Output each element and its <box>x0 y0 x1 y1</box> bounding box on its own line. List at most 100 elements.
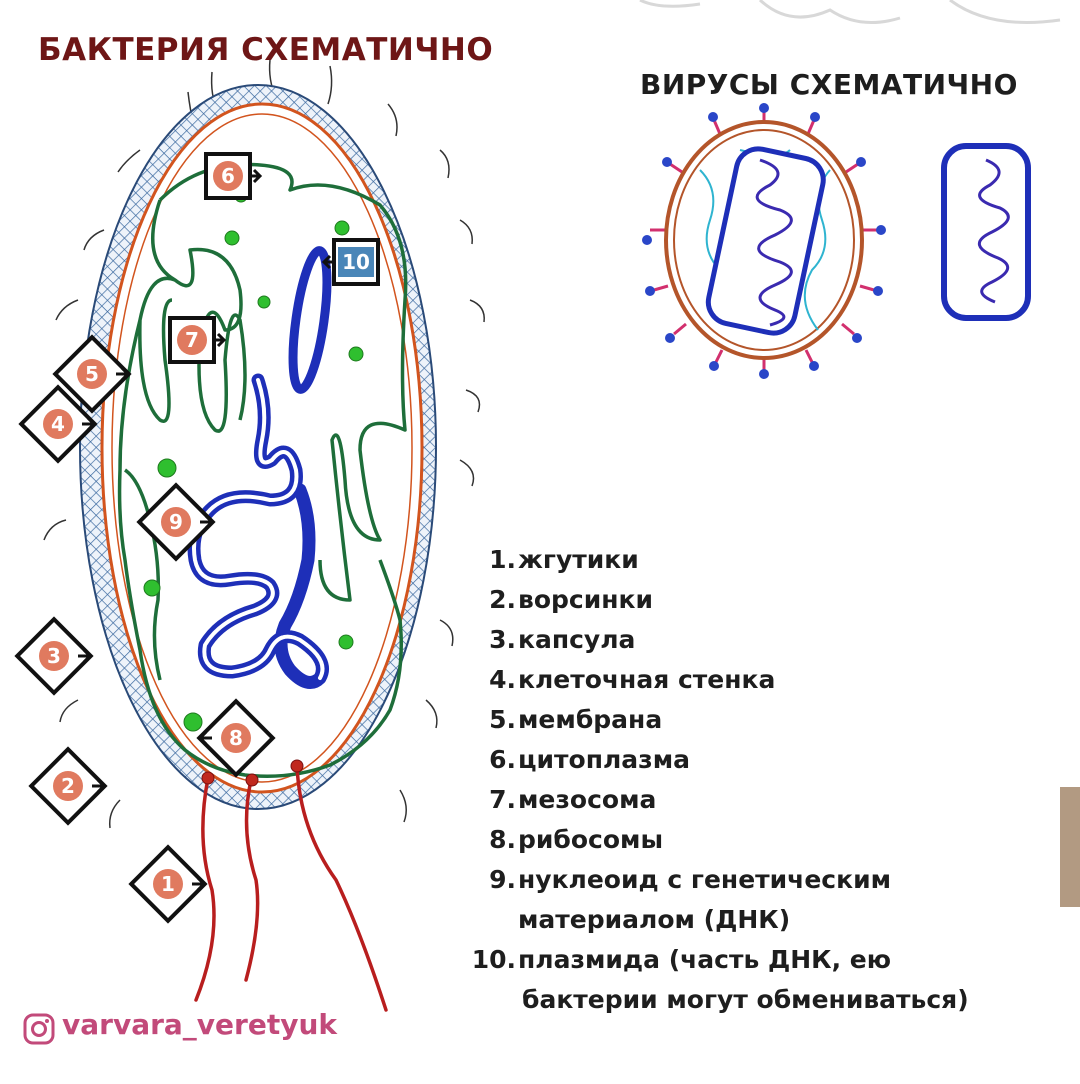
marker-badge <box>43 409 73 439</box>
marker-arrow <box>192 876 207 892</box>
ribosome <box>257 295 271 309</box>
legend-item: 1.жгутики <box>470 540 1050 580</box>
legend-number: 10. <box>471 945 516 974</box>
legend-label: цитоплазма <box>518 745 690 774</box>
decorative-sketch <box>639 0 1061 24</box>
marker-number: 8 <box>229 726 243 750</box>
marker-number: 3 <box>47 644 61 668</box>
virus-rna <box>755 158 793 327</box>
virus-naked <box>941 143 1031 321</box>
legend-item: 9.нуклеоид с генетическим <box>470 860 1050 900</box>
marker-arrow <box>212 332 227 348</box>
marker-badge <box>338 247 374 277</box>
viruses-title: ВИРУСЫ СХЕМАТИЧНО <box>640 68 1018 101</box>
legend-number: 9. <box>489 865 516 894</box>
marker-number: 1 <box>161 872 175 896</box>
legend-number: 2. <box>489 585 516 614</box>
marker-badge <box>221 723 251 753</box>
marker-arrow <box>78 648 93 664</box>
legend-label-continued: материалом (ДНК) <box>518 905 791 934</box>
legend-number: 4. <box>489 665 516 694</box>
instagram-icon <box>23 1013 55 1045</box>
villi <box>43 59 485 829</box>
marker-10: 10 <box>321 238 380 286</box>
marker-badge <box>213 161 243 191</box>
legend-item: 4.клеточная стенка <box>470 660 1050 700</box>
legend-number: 1. <box>489 545 516 574</box>
virus-spikes <box>642 103 886 379</box>
flagella <box>194 764 388 1012</box>
marker-badge <box>77 359 107 389</box>
bacteria-title: БАКТЕРИЯ СХЕМАТИЧНО <box>38 32 494 68</box>
marker-badge <box>177 325 207 355</box>
marker-6: 6 <box>204 152 263 200</box>
ribosome <box>338 634 354 650</box>
flagella-base <box>201 759 304 787</box>
legend-label: нуклеоид с генетическим <box>518 865 892 894</box>
ribosome <box>224 230 240 246</box>
ribosome <box>157 458 177 478</box>
legend-label: мезосома <box>518 785 657 814</box>
legend-label: жгутики <box>518 545 639 574</box>
marker-arrow <box>116 366 131 382</box>
marker-4: 4 <box>18 384 98 464</box>
marker-5: 5 <box>52 334 132 414</box>
marker-arrow <box>82 416 97 432</box>
legend-label-continued: бактерии могут обмениваться) <box>522 985 969 1014</box>
legend-label: мембрана <box>518 705 663 734</box>
ribosome <box>348 346 364 362</box>
legend-label: рибосомы <box>518 825 664 854</box>
nucleoid-inner <box>192 378 325 680</box>
ribosome <box>143 579 161 597</box>
marker-badge <box>53 771 83 801</box>
virus-rna-2 <box>978 158 1010 304</box>
marker-number: 2 <box>61 774 75 798</box>
marker-number: 4 <box>51 412 65 436</box>
marker-number: 5 <box>85 362 99 386</box>
marker-badge <box>39 641 69 671</box>
legend-number: 8. <box>489 825 516 854</box>
virus-enveloped <box>642 103 886 379</box>
author-signature[interactable]: varvara_veretyuk <box>24 1008 337 1041</box>
legend-number: 7. <box>489 785 516 814</box>
marker-3: 3 <box>14 616 94 696</box>
plasmid <box>288 246 332 394</box>
ribosome <box>334 220 350 236</box>
legend-label: капсула <box>518 625 636 654</box>
legend-item: 10.плазмида (часть ДНК, ею <box>470 940 1050 980</box>
legend-item: 8.рибосомы <box>470 820 1050 860</box>
legend-number: 6. <box>489 745 516 774</box>
marker-badge <box>153 869 183 899</box>
legend-list: 1.жгутики 2.ворсинки 3.капсула 4.клеточн… <box>470 540 1050 1020</box>
legend-item: 2.ворсинки <box>470 580 1050 620</box>
legend-label: клеточная стенка <box>518 665 776 694</box>
marker-7: 7 <box>168 316 227 364</box>
legend-item: 6.цитоплазма <box>470 740 1050 780</box>
author-handle: varvara_veretyuk <box>62 1008 338 1041</box>
marker-8: 8 <box>196 698 276 778</box>
marker-1: 1 <box>128 844 208 924</box>
marker-2: 2 <box>28 746 108 826</box>
marker-number: 6 <box>221 164 235 188</box>
legend-number: 5. <box>489 705 516 734</box>
marker-arrow <box>321 254 336 270</box>
marker-arrow <box>248 168 263 184</box>
membrane <box>111 113 413 783</box>
marker-number: 9 <box>169 510 183 534</box>
legend-item: 5.мембрана <box>470 700 1050 740</box>
marker-number: 10 <box>342 250 370 274</box>
ribosome <box>183 712 203 732</box>
marker-9: 9 <box>136 482 216 562</box>
legend-number: 3. <box>489 625 516 654</box>
marker-arrow <box>197 730 212 746</box>
legend-item: 7.мезосома <box>470 780 1050 820</box>
marker-arrow <box>92 778 107 794</box>
marker-badges: 1 2 3 4 5 6 7 8 9 10 <box>14 152 380 924</box>
marker-arrow <box>200 514 215 530</box>
legend-label: ворсинки <box>518 585 653 614</box>
marker-number: 7 <box>185 328 199 352</box>
legend-item: 3.капсула <box>470 620 1050 660</box>
ribosomes <box>143 189 364 732</box>
